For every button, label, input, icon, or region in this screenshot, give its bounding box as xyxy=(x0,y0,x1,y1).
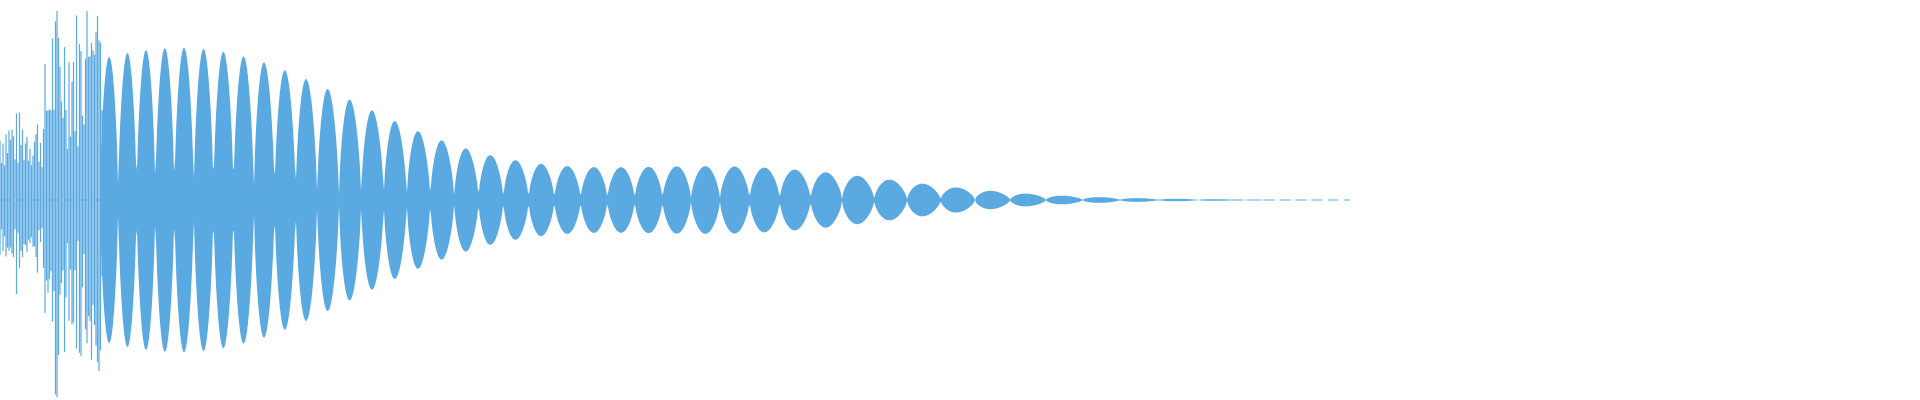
transient-noise xyxy=(0,10,111,398)
waveform-trace xyxy=(100,47,1350,353)
